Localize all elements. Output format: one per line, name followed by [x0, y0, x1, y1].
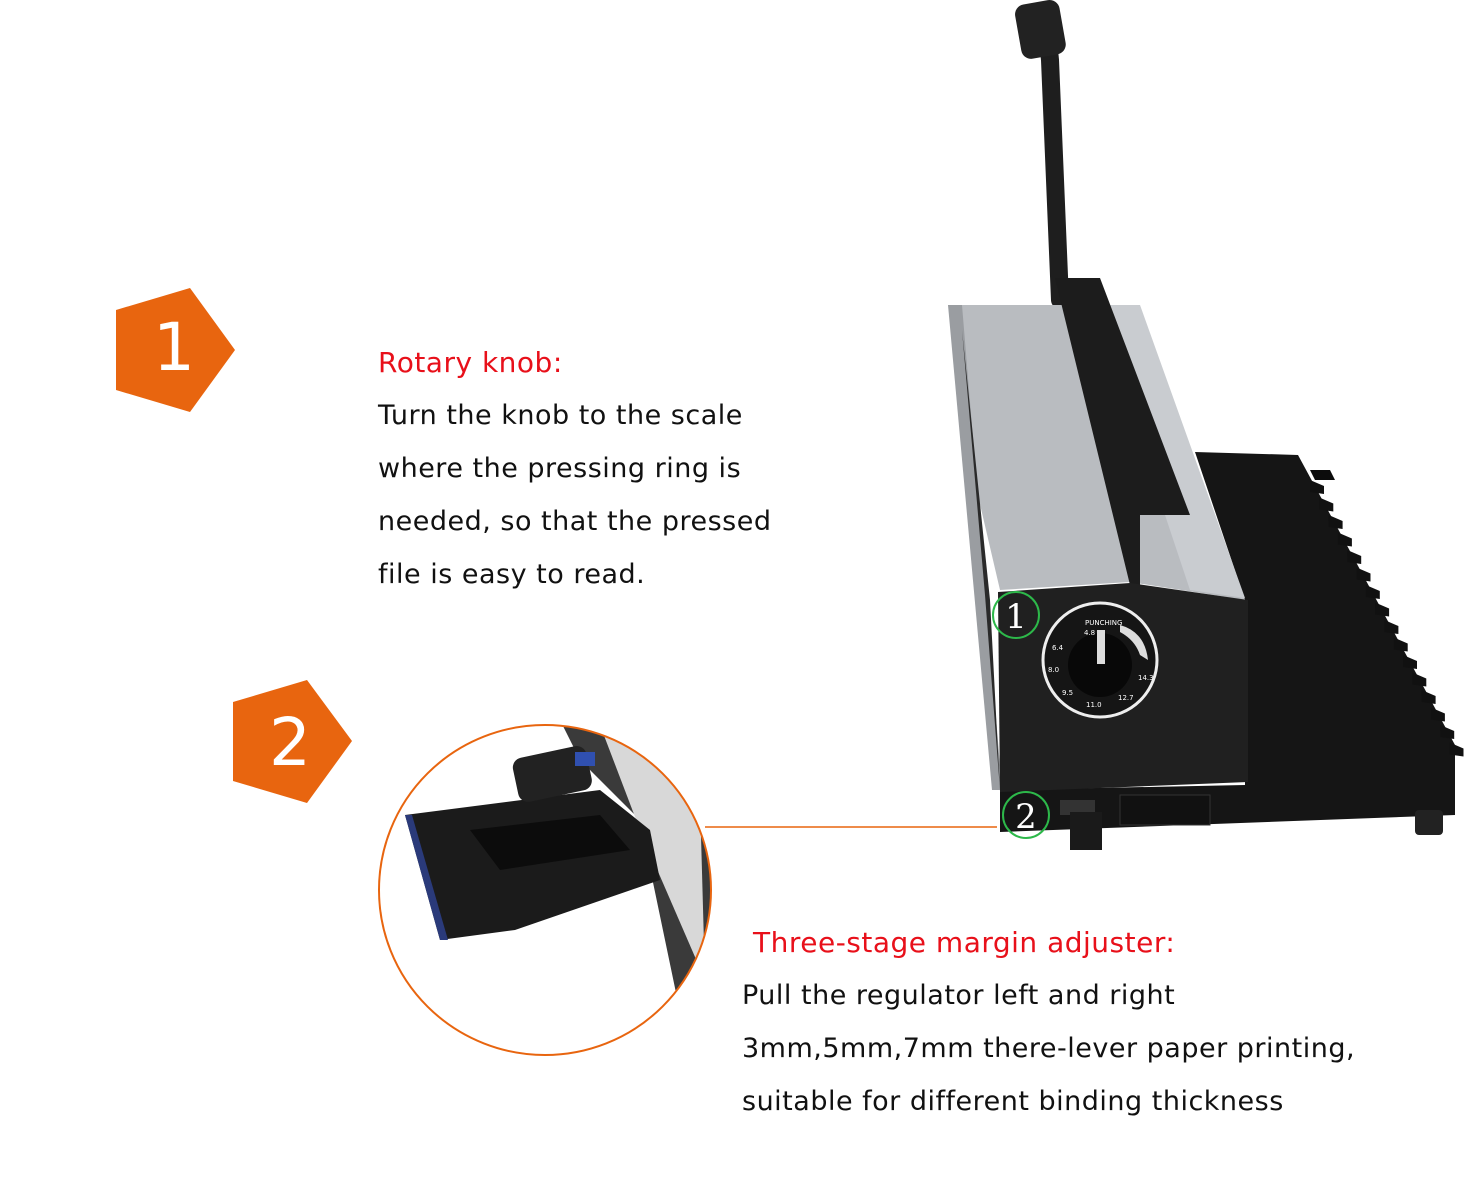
badge-1-number: 1: [153, 309, 195, 386]
dial-scale: 12.7: [1118, 694, 1134, 702]
feature-line: where the pressing ring is: [378, 453, 742, 484]
dial-scale: 4.8: [1084, 629, 1095, 637]
comb-tooth: [1430, 707, 1445, 722]
handle-lever: [1031, 11, 1069, 309]
rotary-knob-dial: PUNCHING 4.8 6.4 8.0 9.5 11.0 12.7 14.3: [1041, 601, 1159, 719]
feature-line: file is easy to read.: [378, 559, 646, 590]
comb-tooth: [1310, 480, 1324, 494]
comb-tooth: [1449, 742, 1464, 757]
feature-margin-adjuster: Three-stage margin adjuster: Pull the re…: [742, 916, 1355, 1128]
feature-line: Turn the knob to the scale: [378, 400, 743, 431]
comb-tooth: [1403, 655, 1417, 669]
feature-title: Rotary knob:: [378, 346, 563, 379]
margin-adjuster-closeup: [378, 724, 712, 1056]
comb-tooth: [1356, 567, 1371, 582]
badge-1: 1: [116, 288, 235, 412]
dial-scale: 11.0: [1086, 701, 1102, 709]
comb-tooth: [1347, 550, 1362, 564]
comb-teeth: [1310, 480, 1464, 757]
feature-title: Three-stage margin adjuster:: [753, 926, 1176, 959]
dial-scale: 6.4: [1052, 644, 1064, 652]
comb-tooth: [1384, 620, 1399, 634]
feature-line: Pull the regulator left and right: [742, 980, 1176, 1011]
dial-label: PUNCHING: [1085, 619, 1122, 627]
comb-tooth: [1440, 725, 1455, 739]
badge-2: 2: [233, 680, 352, 803]
comb-tooth: [1421, 690, 1436, 704]
marker-1-number: 1: [1005, 597, 1027, 637]
feature-line: 3mm,5mm,7mm there-lever paper printing,: [742, 1033, 1356, 1064]
marker-1: 1: [992, 591, 1040, 639]
binding-machine: PUNCHING 4.8 6.4 8.0 9.5 11.0 12.7 14.3: [948, 0, 1464, 850]
dial-scale: 8.0: [1048, 666, 1059, 674]
feature-rotary-knob: Rotary knob: Turn the knob to the scale …: [378, 336, 772, 601]
comb-tooth: [1375, 602, 1390, 617]
comb-tooth: [1319, 497, 1334, 512]
dial-scale: 9.5: [1062, 689, 1073, 697]
comb-tooth: [1337, 532, 1352, 547]
marker-2-number: 2: [1015, 797, 1037, 837]
comb-tooth: [1393, 637, 1408, 652]
feature-line: needed, so that the pressed: [378, 506, 772, 537]
badge-2-number: 2: [269, 704, 311, 781]
marker-2: 2: [1002, 791, 1050, 839]
dial-scale: 14.3: [1138, 674, 1154, 682]
comb-tooth: [1365, 585, 1380, 599]
handle-grip: [1015, 0, 1066, 59]
comb-tooth: [1412, 672, 1427, 687]
comb-tooth: [1328, 515, 1343, 529]
feature-line: suitable for different binding thickness: [742, 1086, 1284, 1117]
